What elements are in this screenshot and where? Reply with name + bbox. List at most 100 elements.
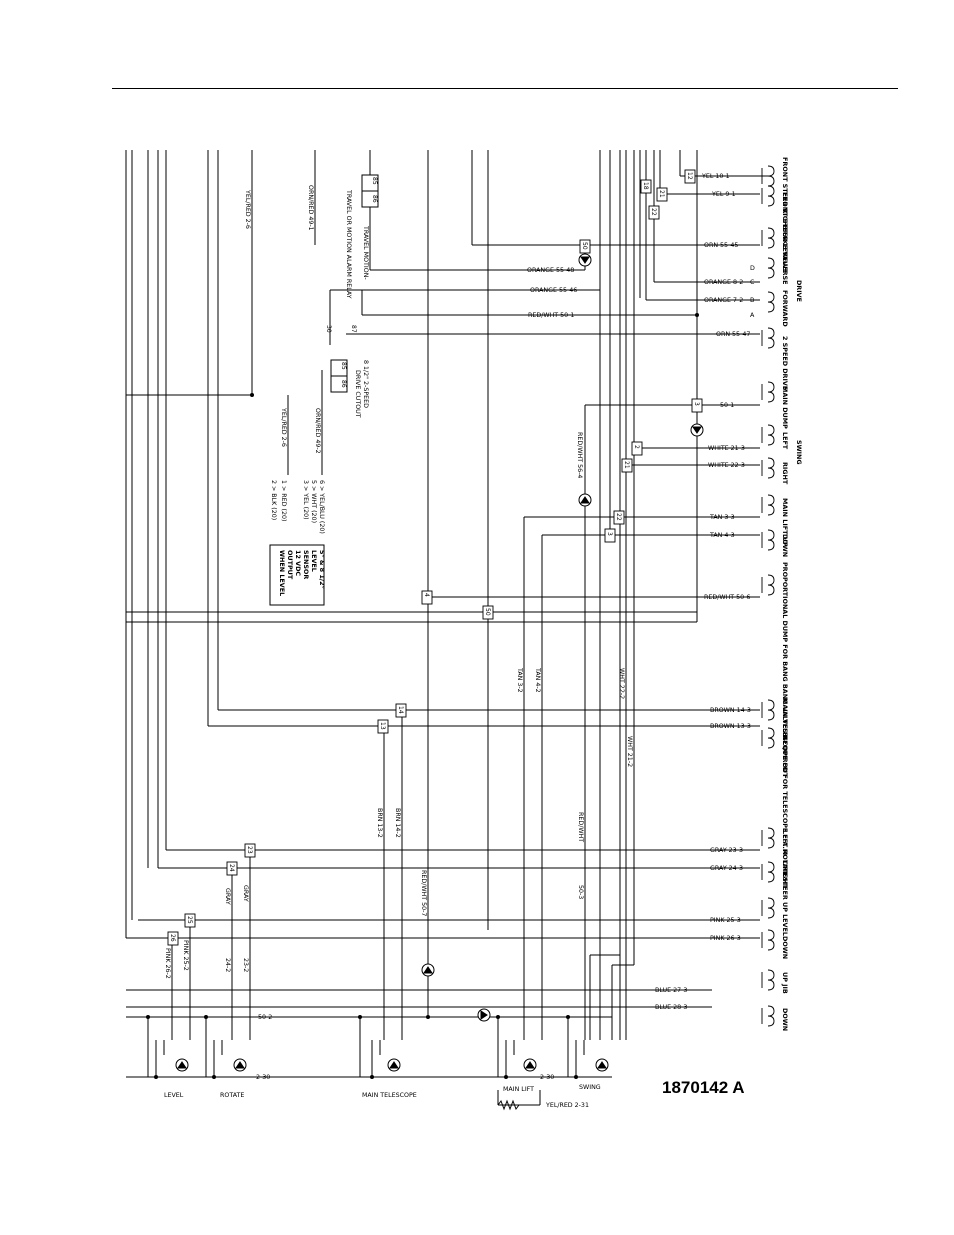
diodes [175, 253, 704, 1072]
component-label: REVERSE [781, 252, 789, 285]
component-label: IN [781, 732, 789, 740]
vertical-wire-label: BRN 13-2 [376, 808, 383, 838]
wire-label: RED/WHT 50-1 [528, 312, 574, 319]
relay-pin: 86 [371, 195, 378, 203]
wire-label: BROWN 13-3 [710, 723, 751, 730]
relay-pin: 87 [350, 325, 357, 333]
splice-number: 50 [484, 608, 491, 616]
component-label: DOWN [781, 534, 789, 557]
vertical-wire-label: RED/WHT 56-4 [576, 432, 583, 478]
vertical-wire-label: 6 > YEL/BLU (20) [318, 480, 325, 534]
connector-letter: D [750, 265, 755, 272]
sensor-label: SENSOR [302, 550, 310, 579]
sensor-label: LEVEL [310, 550, 318, 572]
vertical-wire-label: TAN 4-2 [534, 667, 541, 693]
connector-letter: B [750, 297, 754, 304]
splice-number: 2 [633, 445, 640, 449]
wire-label: WHITE 21-3 [708, 445, 745, 452]
wire-label: PINK 26-3 [710, 935, 741, 942]
splice-number: 18 [642, 182, 649, 190]
relay-pin: 86 [340, 380, 347, 388]
wire-label: 50-1 [720, 402, 734, 409]
vertical-wire-label: 24-2 [224, 958, 231, 972]
wire-label: ORANGE 55-46 [530, 287, 577, 294]
component-label: BRAKE VALVE [781, 225, 789, 273]
splice-number: 22 [615, 513, 622, 521]
component-label: MAIN TELESCOPE OUT [781, 698, 789, 778]
vertical-wire-label: ORN/RED 49-2 [314, 408, 321, 454]
splice-number: 50 [581, 242, 588, 250]
splice-number: 24 [228, 864, 235, 872]
connector-letter: C [750, 279, 755, 286]
wire-label: YEL 10-1 [701, 173, 730, 180]
vertical-wire-label: TRAVEL MOTION- [362, 225, 369, 280]
vertical-wire-label: PINK 26-2 [164, 948, 171, 979]
sensor-label: 12 VDC [294, 550, 302, 576]
splice-number: 23 [246, 846, 253, 854]
vertical-wire-label: 8 1/2" 2-SPEED [362, 360, 369, 408]
component-label: 2 SPEED DRIVE [781, 336, 789, 390]
splice-number: 22 [650, 208, 657, 216]
level-sensor-box [269, 544, 325, 606]
wire-label: BLUE 28-3 [655, 1004, 687, 1011]
vertical-wire-label: ORN/RED 49-1 [307, 185, 314, 231]
bottom-label: MAIN LIFT [503, 1086, 534, 1093]
splice-number: 3 [606, 532, 613, 536]
component-label: UP JIB [781, 972, 789, 994]
wire-label: PINK 25-3 [710, 917, 741, 924]
wire-label: BLUE 27-3 [655, 987, 687, 994]
component-label: MAIN LIFT UP [781, 498, 789, 547]
sensor-label: OUTPUT [286, 550, 294, 580]
component-label: PROPORTIONAL DUMP FOR BANG BANG VALVES R… [781, 562, 789, 900]
wire-label: ORN 55-47 [716, 331, 750, 338]
drawing-number: 1870142 A [662, 1078, 745, 1097]
wire-label: TAN 4-3 [709, 532, 735, 539]
relay-pin: 30 [325, 325, 332, 333]
wire-label: 2-30 [540, 1074, 554, 1081]
vertical-wire-label: GRAY [224, 888, 231, 905]
wire-label: TAN 3-3 [709, 514, 735, 521]
vertical-wire-label: 2 > BLK (20) [270, 480, 277, 520]
wire-label: ORANGE 55-48 [527, 267, 574, 274]
wire-label: ORANGE 8-2 [704, 279, 743, 286]
relays [269, 174, 379, 606]
splice-number: 3 [693, 402, 700, 406]
vertical-wire-label: TAN 3-2 [516, 667, 523, 693]
component-label: DOWN [781, 1008, 789, 1031]
component-label: MAIN DUMP [781, 386, 789, 429]
vertical-wire-label: 1 > RED (20) [280, 480, 287, 521]
header-rule [112, 88, 898, 89]
wire-label: GRAY 23-3 [710, 847, 743, 854]
vertical-wire-label: WHT 22-2 [618, 668, 625, 699]
vertical-wire-label: 5 > WHT (20) [310, 480, 317, 523]
splice-number: 21 [658, 190, 665, 198]
vertical-wire-label: 3 > YEL (20) [302, 480, 309, 520]
vertical-wire-label: YEL/RED 2-6 [280, 407, 287, 447]
wire-label: 2-30 [256, 1074, 270, 1081]
splice-number: 26 [169, 934, 176, 942]
splice-number: 13 [379, 722, 386, 730]
wire-label: BROWN 14-3 [710, 707, 751, 714]
component-label: RIGHT [781, 866, 789, 889]
wire-label: RED/WHT 50-6 [704, 594, 750, 601]
splice-number: 14 [397, 706, 404, 714]
component-label: SWING [795, 440, 803, 465]
wire-label: YEL 9-1 [711, 191, 736, 198]
component-label: FORWARD [781, 290, 789, 327]
vertical-wire-label: GRAY [242, 885, 249, 902]
vertical-wire-label: 23-2 [242, 958, 249, 972]
resistor-symbol [497, 1099, 520, 1111]
vertical-wire-label: YEL/RED 2-6 [244, 189, 251, 229]
relay-pin: 85 [371, 177, 378, 185]
vertical-wire-label: 50-3 [577, 885, 584, 899]
wire-label: YEL/RED 2-31 [545, 1102, 589, 1109]
wire-label: ORN 55-45 [704, 242, 738, 249]
component-label: UP LEVEL [781, 902, 789, 936]
bottom-label: SWING [579, 1084, 601, 1091]
solenoid-coils [760, 165, 775, 1027]
vertical-wire-label: DRIVE CUTOUT [354, 370, 361, 418]
connector-letter: A [750, 312, 755, 319]
component-label: DRIVE [795, 280, 803, 302]
vertical-wire-label: WHT 21-2 [626, 736, 633, 767]
